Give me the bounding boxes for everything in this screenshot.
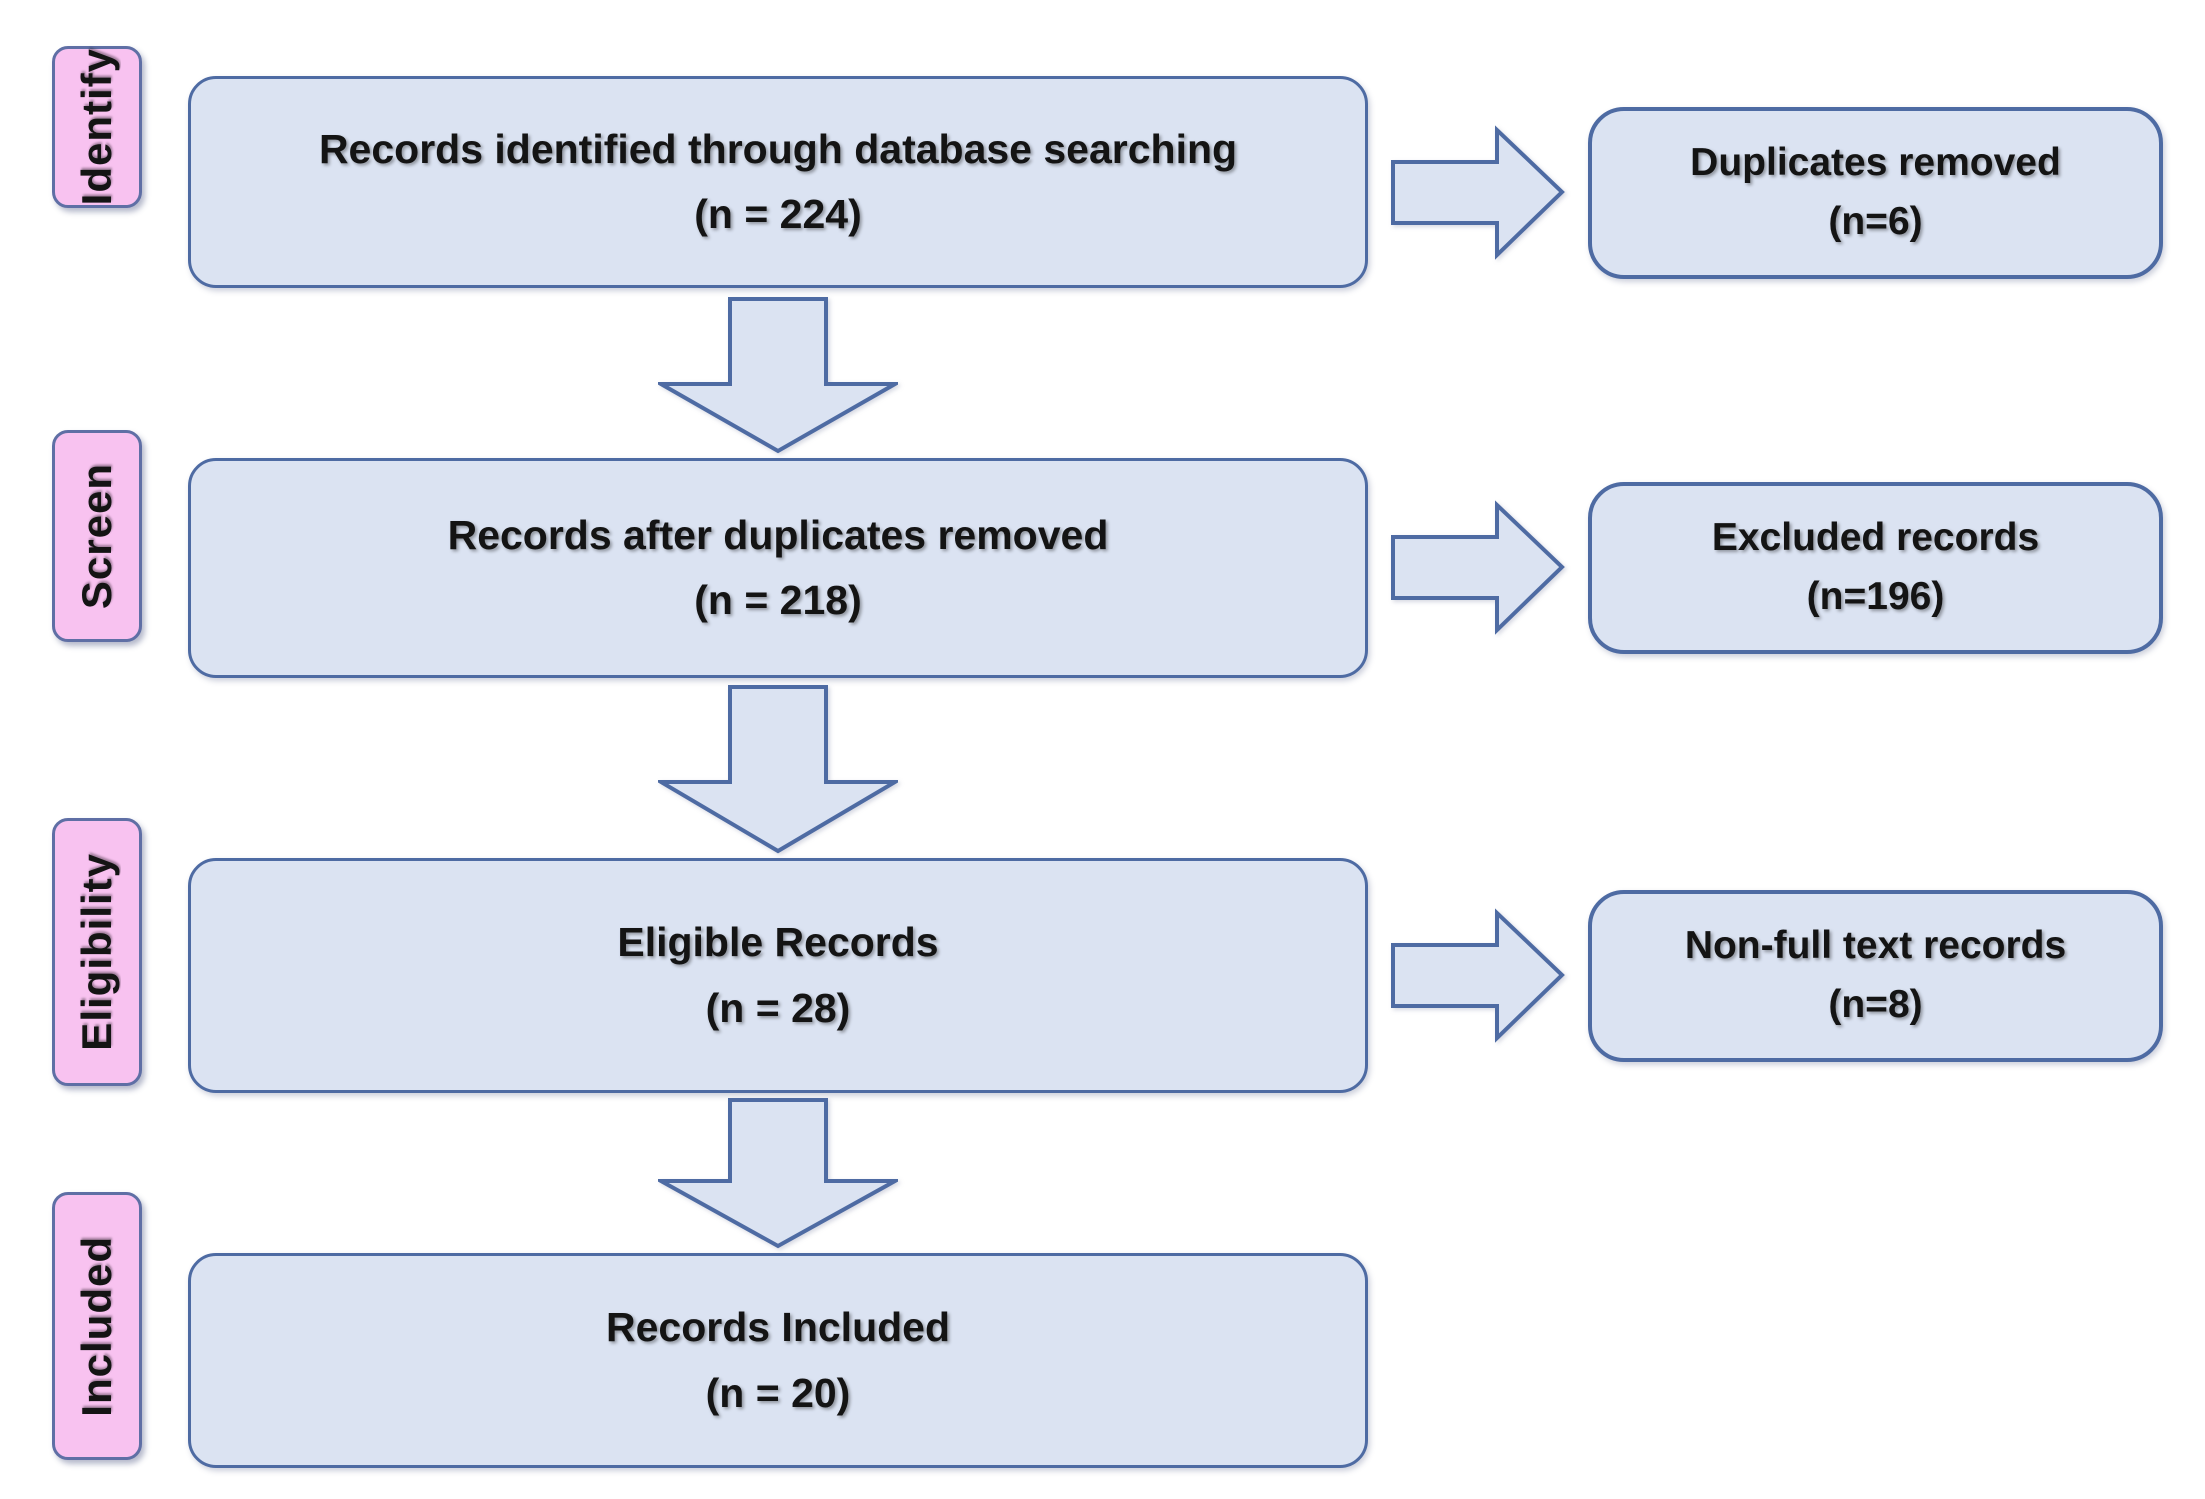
box-eligible-records: Eligible Records (n = 28)	[188, 858, 1368, 1093]
box-excluded-records-title: Excluded records	[1711, 516, 2040, 560]
box-records-included: Records Included (n = 20)	[188, 1253, 1368, 1468]
box-records-after-duplicates-count: (n = 218)	[694, 577, 862, 623]
box-records-included-title: Records Included	[605, 1304, 950, 1351]
right-arrow-icon	[1391, 908, 1565, 1043]
stage-label-screen-text: Screen	[73, 462, 120, 610]
down-arrow-icon	[658, 297, 898, 454]
box-duplicates-removed-count: (n=6)	[1828, 200, 1923, 243]
box-excluded-records: Excluded records (n=196)	[1588, 482, 2163, 654]
stage-label-eligibility: Eligibility	[52, 818, 142, 1086]
box-non-full-text-records: Non-full text records (n=8)	[1588, 890, 2163, 1062]
box-records-identified-count: (n = 224)	[694, 191, 862, 237]
box-duplicates-removed-title: Duplicates removed	[1690, 141, 2061, 185]
down-arrow-icon	[658, 1098, 898, 1249]
box-duplicates-removed: Duplicates removed (n=6)	[1588, 107, 2163, 279]
stage-label-identify-text: Identify	[73, 48, 120, 206]
right-arrow-icon	[1391, 500, 1565, 635]
right-arrow-icon	[1391, 125, 1565, 260]
box-records-after-duplicates: Records after duplicates removed (n = 21…	[188, 458, 1368, 678]
box-eligible-records-count: (n = 28)	[705, 984, 851, 1031]
box-records-identified: Records identified through database sear…	[188, 76, 1368, 288]
stage-label-eligibility-text: Eligibility	[73, 853, 120, 1051]
stage-label-included: Included	[52, 1192, 142, 1460]
stage-label-screen: Screen	[52, 430, 142, 642]
stage-label-included-text: Included	[73, 1235, 120, 1417]
box-records-identified-title: Records identified through database sear…	[318, 125, 1238, 172]
stage-label-identify: Identify	[52, 46, 142, 208]
box-records-included-count: (n = 20)	[705, 1369, 851, 1416]
box-non-full-text-records-title: Non-full text records	[1684, 924, 2067, 968]
box-excluded-records-count: (n=196)	[1806, 575, 1945, 618]
box-records-after-duplicates-title: Records after duplicates removed	[447, 511, 1109, 558]
down-arrow-icon	[658, 685, 898, 854]
box-non-full-text-records-count: (n=8)	[1828, 983, 1923, 1026]
box-eligible-records-title: Eligible Records	[617, 919, 939, 966]
